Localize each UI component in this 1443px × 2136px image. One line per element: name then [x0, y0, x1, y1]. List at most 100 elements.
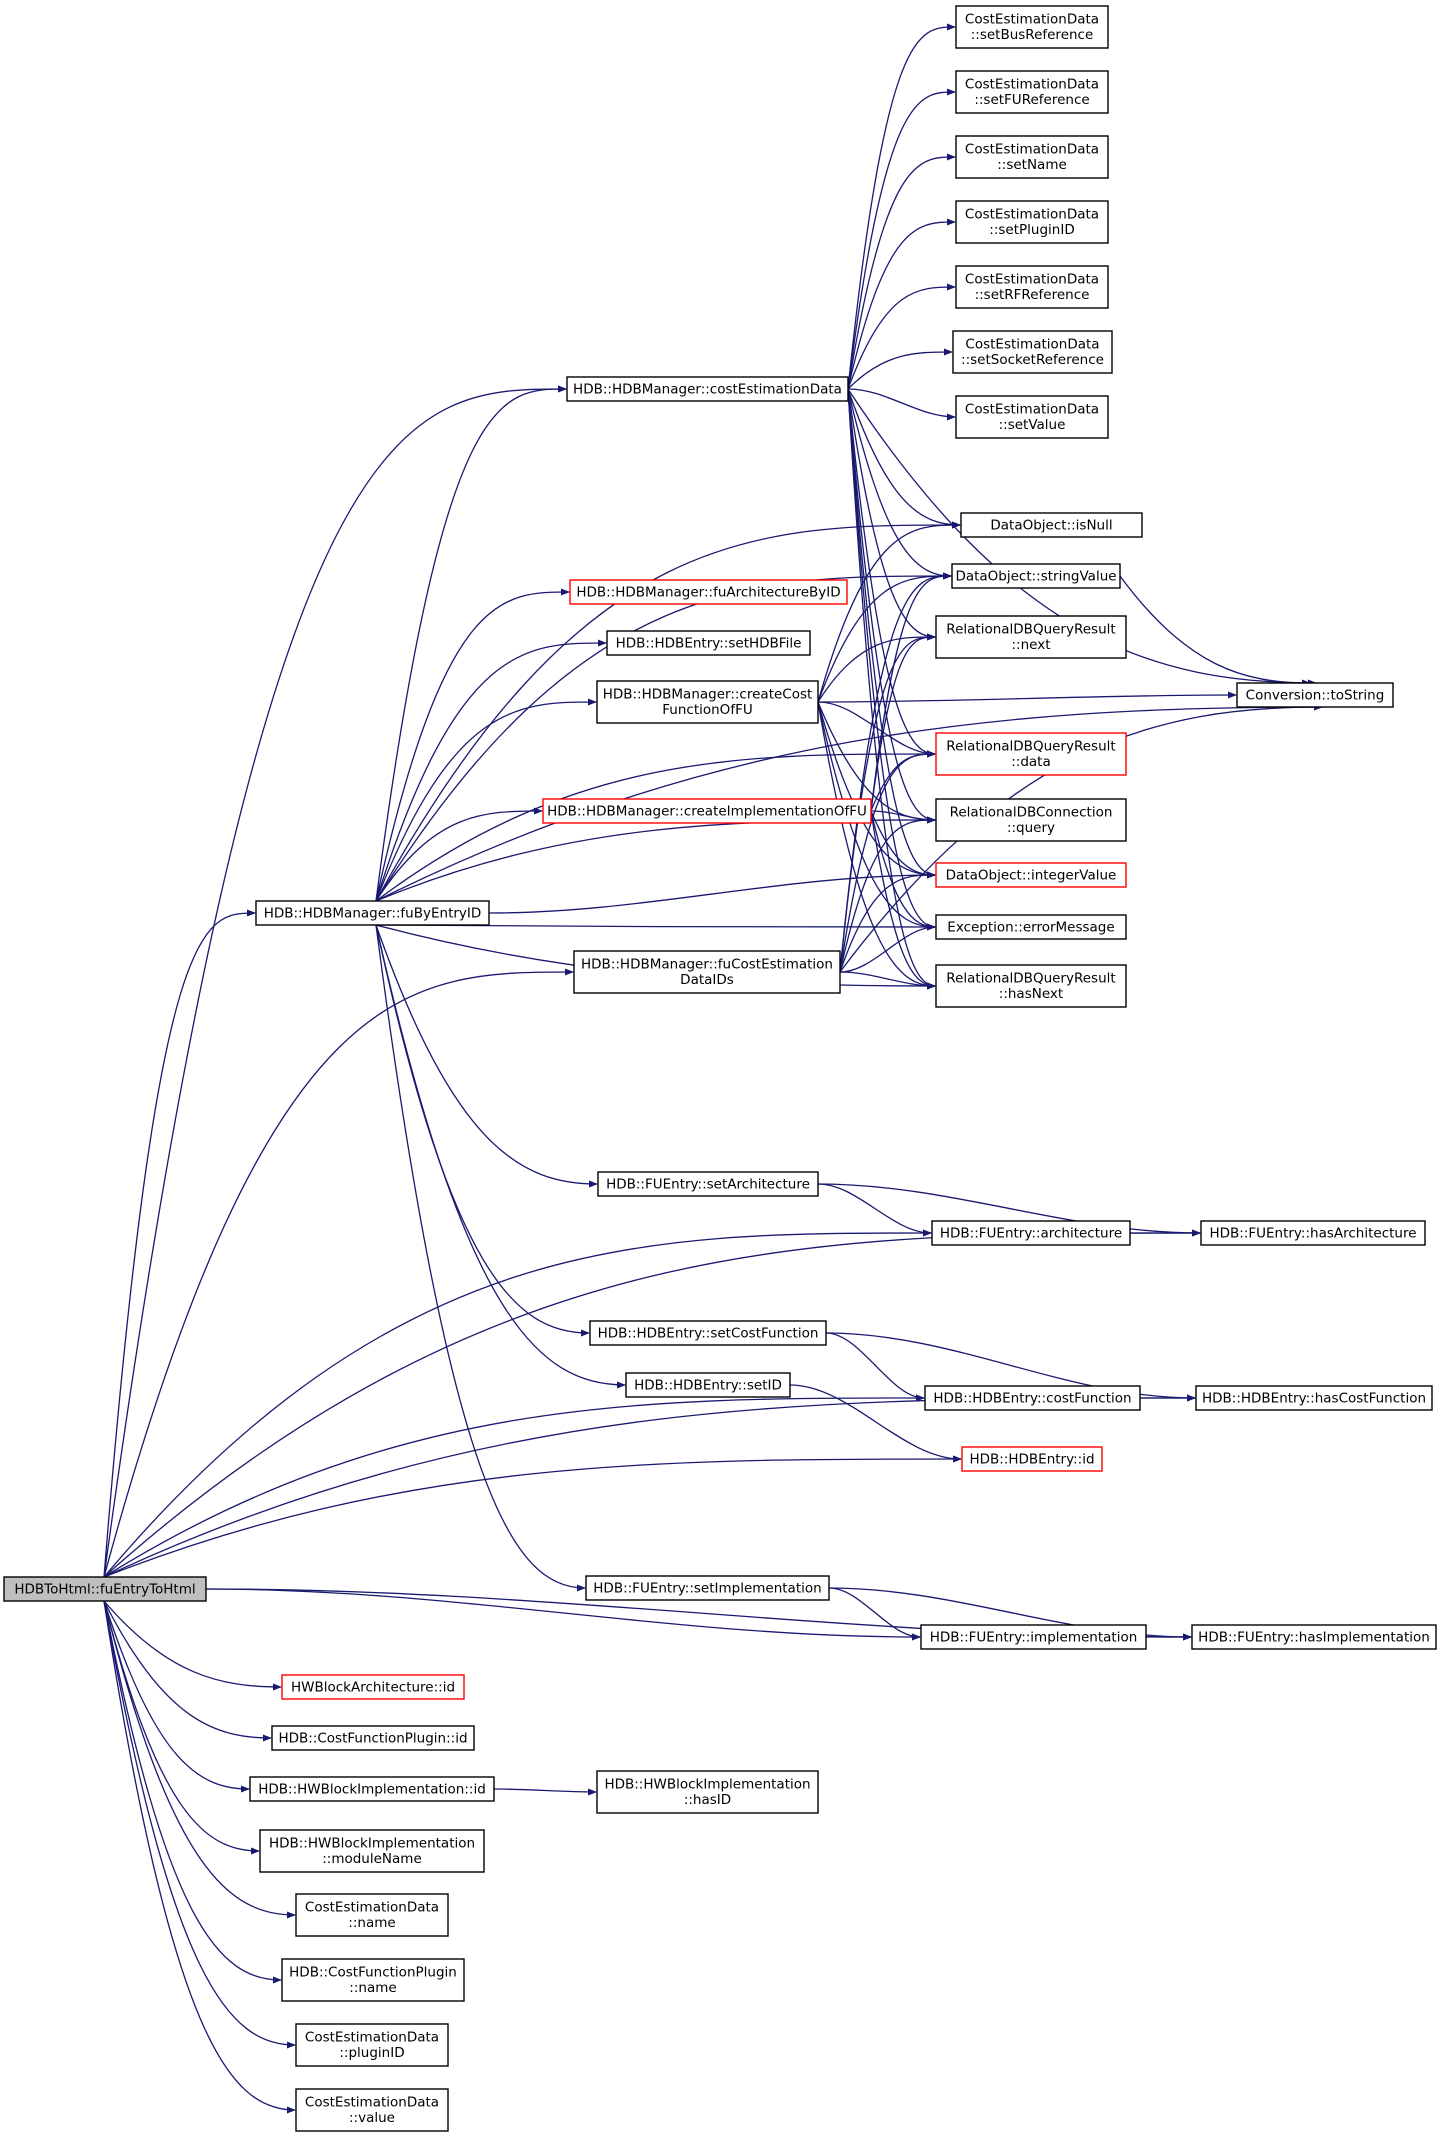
node-hwHasID[interactable]: HDB::HWBlockImplementation::hasID [596, 1770, 819, 1814]
node-box [259, 1829, 485, 1873]
node-box [935, 798, 1127, 842]
node-box [597, 1171, 819, 1197]
node-label: ::setSocketReference [961, 352, 1104, 368]
node-label: ::pluginID [339, 2045, 404, 2061]
edge-root-to-hasCostFn [103, 1394, 1196, 1578]
node-label: ::hasNext [999, 986, 1063, 1002]
node-setName[interactable]: CostEstimationData::setName [955, 135, 1109, 179]
node-label: ::setName [997, 157, 1067, 173]
node-box [589, 1320, 827, 1346]
node-label: RelationalDBQueryResult [946, 971, 1115, 987]
node-stringValue[interactable]: DataObject::stringValue [951, 563, 1121, 589]
node-label: HDB::HWBlockImplementation::id [258, 1781, 486, 1797]
node-hasImpl[interactable]: HDB::FUEntry::hasImplementation [1191, 1624, 1437, 1650]
node-root[interactable]: HDBToHtml::fuEntryToHtml [3, 1576, 207, 1602]
node-label: ::query [1007, 820, 1055, 836]
node-label: HDB::HDBManager::fuByEntryID [264, 905, 482, 921]
node-fuByEntry[interactable]: HDB::HDBManager::fuByEntryID [255, 900, 490, 926]
node-box [295, 2023, 449, 2067]
node-box [596, 680, 819, 724]
node-cedCE[interactable]: HDB::HDBManager::costEstimationData [566, 376, 849, 402]
node-setValue[interactable]: CostEstimationData::setValue [955, 395, 1109, 439]
node-label: CostEstimationData [305, 2095, 439, 2111]
node-label: HDB::CostFunctionPlugin [289, 1965, 457, 1981]
node-label: CostEstimationData [965, 77, 1099, 93]
node-setHDB[interactable]: HDB::HDBEntry::setHDBFile [606, 630, 811, 656]
node-entryId[interactable]: HDB::HDBEntry::id [961, 1446, 1103, 1472]
node-box [3, 1576, 207, 1602]
node-box [271, 1725, 475, 1751]
edge-cedCE-to-next [847, 388, 936, 641]
node-box [542, 798, 872, 824]
node-hasArch[interactable]: HDB::FUEntry::hasArchitecture [1200, 1220, 1426, 1246]
edge-root-to-cedName [103, 1600, 296, 1919]
node-cfpId[interactable]: HDB::CostFunctionPlugin::id [271, 1725, 475, 1751]
node-box [255, 900, 490, 926]
edge-fuByEntry-to-setImpl [375, 924, 586, 1592]
node-data[interactable]: RelationalDBQueryResult::data [935, 732, 1127, 776]
edge-hwImplId-to-hwHasID [493, 1788, 597, 1796]
node-setID[interactable]: HDB::HDBEntry::setID [625, 1372, 791, 1398]
edge-fuCostEst-to-data [839, 750, 936, 973]
node-toString[interactable]: Conversion::toString [1236, 682, 1394, 708]
node-setFU[interactable]: CostEstimationData::setFUReference [955, 70, 1109, 114]
node-label: HDB::FUEntry::implementation [930, 1629, 1138, 1645]
edge-cedCE-to-isNull [847, 388, 961, 529]
node-query[interactable]: RelationalDBConnection::query [935, 798, 1127, 842]
node-label: HDBToHtml::fuEntryToHtml [14, 1581, 195, 1597]
node-hwModName[interactable]: HDB::HWBlockImplementation::moduleName [259, 1829, 485, 1873]
node-box [249, 1776, 495, 1802]
node-box [1191, 1624, 1437, 1650]
node-box [295, 1893, 449, 1937]
node-fuArch[interactable]: HDB::HDBManager::fuArchitectureByID [569, 579, 848, 605]
node-label: HDB::FUEntry::setArchitecture [606, 1176, 810, 1192]
edge-cedCE-to-setName [847, 153, 956, 390]
node-arch[interactable]: HDB::FUEntry::architecture [931, 1220, 1131, 1246]
node-setImpl[interactable]: HDB::FUEntry::setImplementation [585, 1575, 830, 1601]
node-label: ::value [349, 2110, 395, 2126]
node-setArch[interactable]: HDB::FUEntry::setArchitecture [597, 1171, 819, 1197]
node-box [606, 630, 811, 656]
node-box [935, 914, 1127, 940]
edge-root-to-fuCostEst [103, 968, 574, 1578]
node-box [1195, 1385, 1433, 1411]
node-label: CostEstimationData [305, 1900, 439, 1916]
edge-fuByEntry-to-isNull [375, 521, 961, 902]
node-box [1236, 682, 1394, 708]
node-isNull[interactable]: DataObject::isNull [960, 512, 1143, 538]
node-createImpl[interactable]: HDB::HDBManager::createImplementationOfF… [542, 798, 872, 824]
edge-root-to-cedPlugin [103, 1600, 296, 2049]
node-label: HDB::HDBEntry::id [969, 1451, 1094, 1467]
node-impl[interactable]: HDB::FUEntry::implementation [920, 1624, 1147, 1650]
node-hwArchId[interactable]: HWBlockArchitecture::id [281, 1674, 465, 1700]
node-setSocket[interactable]: CostEstimationData::setSocketReference [952, 330, 1113, 374]
node-box [931, 1220, 1131, 1246]
edge-setArch-to-arch [817, 1183, 932, 1237]
edge-cedCE-to-setValue [847, 388, 956, 421]
node-cedName[interactable]: CostEstimationData::name [295, 1893, 449, 1937]
node-hasNext[interactable]: RelationalDBQueryResult::hasNext [935, 964, 1127, 1008]
node-cfpName[interactable]: HDB::CostFunctionPlugin::name [281, 1958, 465, 2002]
node-label: Conversion::toString [1246, 687, 1385, 703]
node-setRF[interactable]: CostEstimationData::setRFReference [955, 265, 1109, 309]
node-intValue[interactable]: DataObject::integerValue [935, 862, 1127, 888]
node-box [952, 330, 1113, 374]
node-setCostFn[interactable]: HDB::HDBEntry::setCostFunction [589, 1320, 827, 1346]
edge-createCost-to-hasNext [817, 701, 936, 990]
node-label: HDB::FUEntry::architecture [940, 1225, 1122, 1241]
node-hasCostFn[interactable]: HDB::HDBEntry::hasCostFunction [1195, 1385, 1433, 1411]
edge-fuCostEst-to-hasNext [839, 971, 936, 990]
node-errMsg[interactable]: Exception::errorMessage [935, 914, 1127, 940]
node-next[interactable]: RelationalDBQueryResult::next [935, 615, 1127, 659]
node-costFn[interactable]: HDB::HDBEntry::costFunction [924, 1385, 1141, 1411]
node-cedPlugin[interactable]: CostEstimationData::pluginID [295, 2023, 449, 2067]
node-setBus[interactable]: CostEstimationData::setBusReference [955, 5, 1109, 49]
edge-createCost-to-stringValue [817, 572, 952, 703]
node-label: CostEstimationData [965, 337, 1099, 353]
node-setPlugin[interactable]: CostEstimationData::setPluginID [955, 200, 1109, 244]
node-hwImplId[interactable]: HDB::HWBlockImplementation::id [249, 1776, 495, 1802]
node-label: HDB::HDBManager::createCost [603, 687, 813, 703]
node-cedValue[interactable]: CostEstimationData::value [295, 2088, 449, 2132]
